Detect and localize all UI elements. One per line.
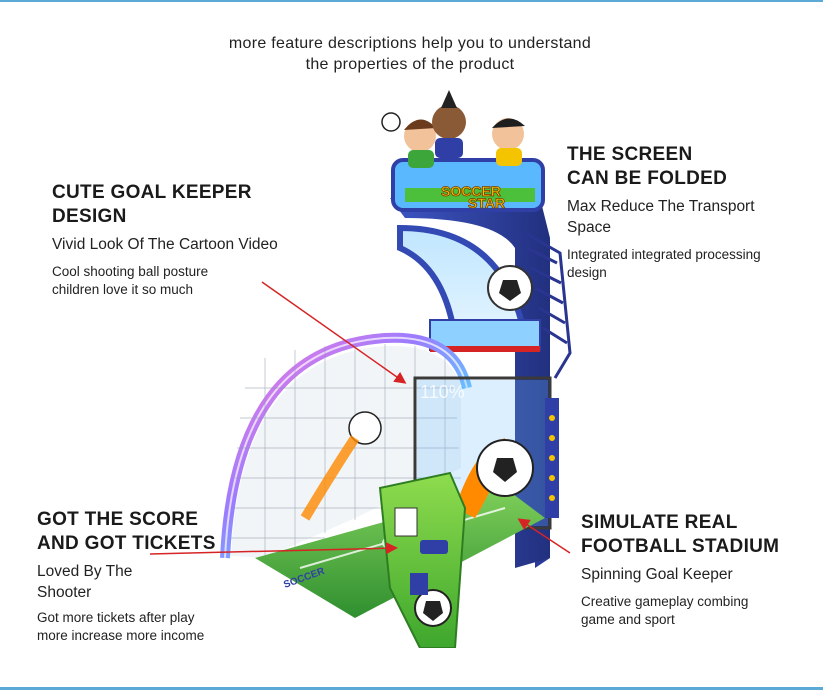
flaming-ball-graphic [455,438,534,518]
truss-frame [524,231,572,379]
feature-detail: Got more tickets after play more increas… [37,609,216,645]
feature-heading: SIMULATE REAL FOOTBALL STADIUM [581,511,779,559]
heading-line: GOT THE SCORE [37,509,199,530]
feature-subtitle: Spinning Goal Keeper [581,566,733,583]
subtitle-line: Shooter [37,584,92,601]
watermark-text: 110% [420,382,465,402]
arrow-score [149,542,398,555]
intro-line-1: more feature descriptions help you to un… [228,35,592,52]
detail-line: Got more tickets after play [37,610,195,625]
marquee-title-2: STAR [468,195,505,211]
feature-heading: CUTE GOAL KEEPER DESIGN [52,181,278,229]
cartoon-players [381,90,525,168]
feature-goalkeeper: CUTE GOAL KEEPER DESIGN Vivid Look Of Th… [52,181,278,299]
heading-line: SIMULATE REAL [581,512,738,533]
feature-heading: GOT THE SCORE AND GOT TICKETS [37,508,216,556]
marquee-title-1: SOCCER [441,183,501,199]
feature-screen: THE SCREEN CAN BE FOLDED Max Reduce The … [567,143,761,282]
detail-line: Cool shooting ball posture [52,264,209,279]
feature-detail: Cool shooting ball posture children love… [52,263,278,299]
detail-line: more increase more income [37,628,205,643]
detail-line: Creative gameplay combing [581,594,749,609]
heading-line: THE SCREEN [567,144,693,165]
intro-line-2: the properties of the product [305,56,515,73]
bottom-border [0,687,823,690]
subtitle-line: Loved By The [37,563,133,580]
detail-line: design [567,265,607,280]
heading-line: AND GOT TICKETS [37,533,216,554]
detail-line: children love it so much [52,282,194,297]
feature-detail: Creative gameplay combing game and sport [581,593,779,629]
subtitle-line: Max Reduce The Transport [567,198,755,215]
feature-score: GOT THE SCORE AND GOT TICKETS Loved By T… [37,508,216,645]
feature-subtitle: Vivid Look Of The Cartoon Video [52,236,278,253]
heading-line: CAN BE FOLDED [567,168,728,189]
feature-detail: Integrated integrated processing design [567,246,761,282]
subtitle-line: Space [567,219,611,236]
arrow-stadium [517,518,571,554]
heading-line: FOOTBALL STADIUM [581,536,780,557]
feature-heading: THE SCREEN CAN BE FOLDED [567,143,761,191]
intro-text: more feature descriptions help you to un… [150,33,670,75]
detail-line: game and sport [581,612,675,627]
top-border [0,0,823,2]
heading-line: DESIGN [52,206,127,227]
detail-line: Integrated integrated processing [567,247,761,262]
arcade-machine-illustration: SOCCER STAR SOCCER [220,90,572,648]
heading-line: CUTE GOAL KEEPER [52,182,252,203]
feature-stadium: SIMULATE REAL FOOTBALL STADIUM Spinning … [581,511,779,629]
feature-subtitle: Loved By The Shooter [37,561,216,603]
arrow-goalkeeper [261,281,407,384]
cabinet-tower [390,198,550,568]
feature-subtitle: Max Reduce The Transport Space [567,196,761,238]
